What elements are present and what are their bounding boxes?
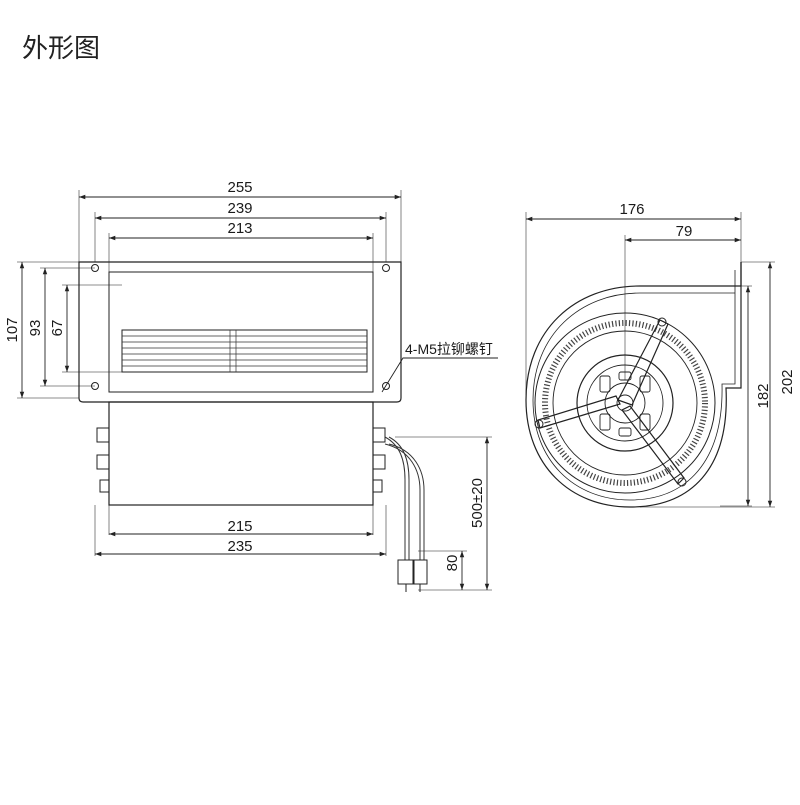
front-dimension-lines [19, 194, 498, 590]
scroll-housing-inner [532, 270, 736, 501]
dim-lead-length: 500±20 [469, 478, 486, 528]
dim-hole-spacing-width: 239 [227, 200, 252, 217]
mounting-holes [91, 264, 390, 390]
dim-overall-height: 107 [4, 317, 21, 342]
dim-overall-width: 255 [227, 179, 252, 196]
front-view [17, 190, 492, 592]
side-view [525, 212, 775, 508]
side-dimension-lines [526, 216, 773, 507]
support-arms [537, 319, 685, 485]
scroll-housing [525, 262, 742, 508]
impeller-blade-ring [542, 320, 708, 486]
arm-holes [534, 317, 687, 487]
dim-body-width: 215 [227, 518, 252, 535]
dim-base-width: 235 [227, 538, 252, 555]
dim-hole-spacing-height: 93 [27, 320, 44, 337]
mounting-flange [78, 261, 402, 403]
page-title: 外形图 [22, 34, 101, 64]
front-impeller-blades [121, 329, 368, 373]
dim-outlet-offset: 79 [676, 223, 693, 240]
motor-hub [576, 354, 674, 452]
motor-body [108, 401, 374, 506]
impeller-inner [552, 330, 698, 476]
side-dimension-texts: 176 79 182 202 [619, 201, 796, 409]
side-brackets [96, 427, 386, 493]
dim-outlet-height: 182 [755, 383, 772, 408]
side-extension-lines [525, 212, 775, 508]
rivet-callout: 4-M5拉铆螺钉 [405, 341, 493, 357]
front-inner-frame [108, 271, 374, 393]
dim-opening-height: 67 [49, 320, 66, 337]
connectors [397, 559, 428, 592]
dim-connector-length: 80 [444, 555, 461, 572]
front-dimension-texts: 255 239 213 107 93 67 215 235 500±20 80 … [4, 179, 493, 571]
impeller-outer [534, 312, 716, 494]
lead-wires [384, 436, 425, 560]
dim-opening-width: 213 [227, 220, 252, 237]
dim-total-depth: 176 [619, 201, 644, 218]
dim-total-height: 202 [779, 369, 796, 394]
front-extension-lines [17, 190, 492, 591]
callout-leader [381, 357, 498, 393]
